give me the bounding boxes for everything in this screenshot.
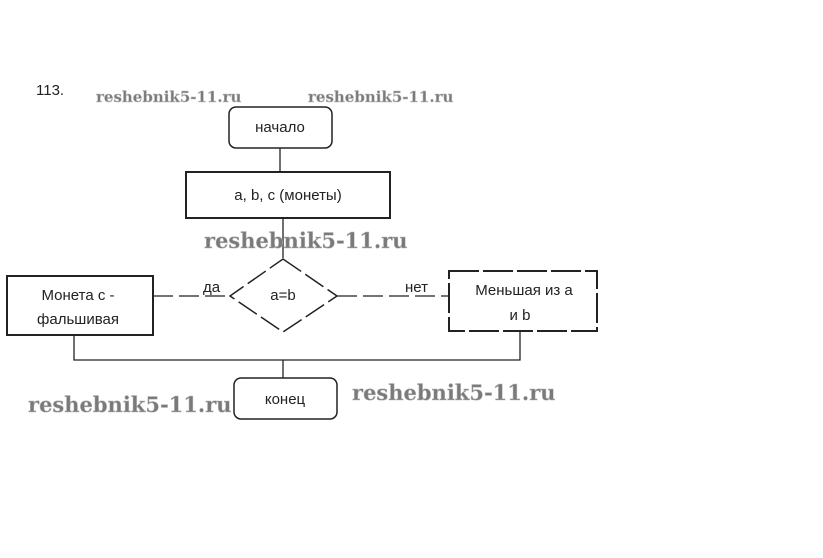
end-label: конец [265,391,306,408]
lesser-node [448,270,598,332]
lesser-line2: и b [510,307,531,324]
yes-label: да [203,279,221,296]
input-node [185,171,391,219]
watermark: reshebnik5-11.ru [96,88,241,106]
decision-label: a=b [270,287,295,304]
start-label: начало [255,119,305,136]
no-label: нет [405,279,428,296]
fake-coin-line2: фальшивая [37,311,119,328]
lesser-line1: Меньшая из a [475,282,573,299]
watermark: reshebnik5-11.ru [308,88,453,106]
start-node [228,106,333,149]
decision-node [228,258,339,333]
watermark: reshebnik5-11.ru [204,228,408,253]
fake-coin-node [6,275,154,336]
fake-coin-line1: Монета c - [41,287,114,304]
problem-number: 113. [36,82,64,99]
end-node [233,377,338,420]
watermark: reshebnik5-11.ru [28,392,232,417]
connector-merge [73,331,521,361]
watermark: reshebnik5-11.ru [352,380,556,405]
input-label: a, b, c (монеты) [234,187,341,204]
